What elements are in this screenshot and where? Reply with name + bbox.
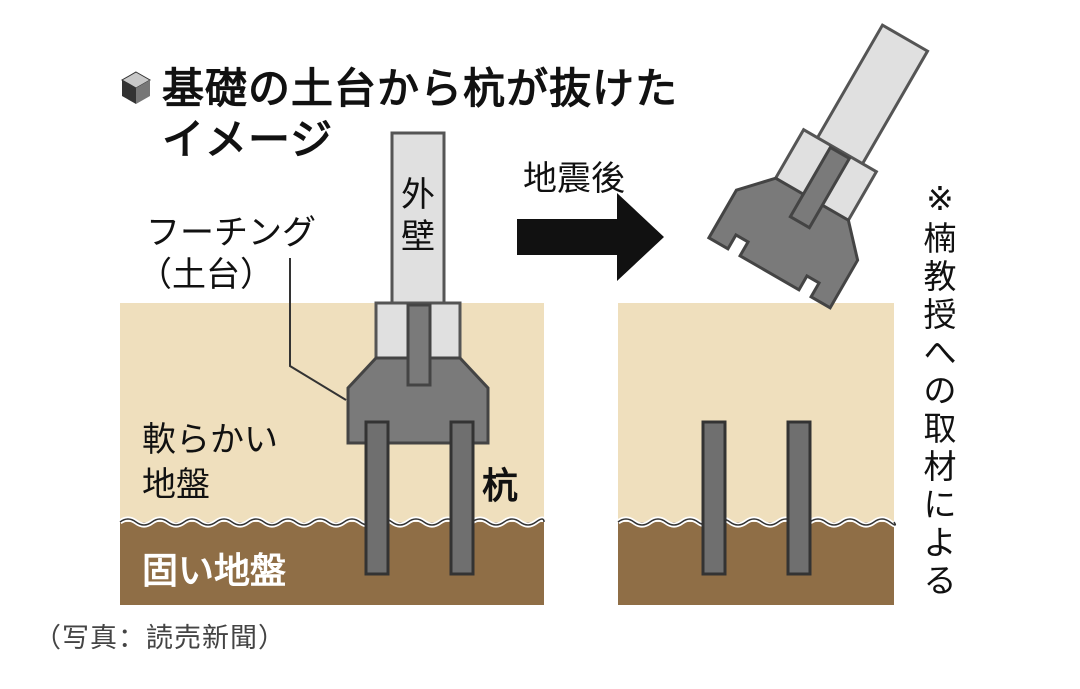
cube-icon	[120, 71, 152, 104]
rebar	[406, 303, 432, 387]
note-char: 教	[924, 257, 957, 296]
after-arrow	[517, 193, 664, 281]
title-line-2: イメージ	[162, 115, 333, 164]
note-char: 授	[924, 295, 957, 334]
hard-ground-label: 固い地盤	[142, 551, 286, 592]
outer-wall-label-1: 外	[401, 175, 435, 215]
pile-right	[786, 420, 812, 576]
note-char: へ	[924, 333, 957, 372]
photo-credit-caption: （写真：読売新聞）	[34, 623, 286, 654]
soft-ground-layer	[618, 303, 894, 528]
footing-leader-line	[289, 258, 347, 401]
note-char: よ	[924, 523, 957, 562]
pile-label: 杭	[482, 465, 518, 507]
soft-ground-label-2: 地盤	[142, 465, 210, 505]
note-char: 取	[924, 409, 957, 448]
outer-wall-label-2: 壁	[401, 217, 435, 257]
note-mark: ※	[926, 179, 954, 218]
footing-sub-label: （土台）	[138, 255, 274, 295]
pile-right	[449, 420, 475, 576]
after-panel	[616, 23, 930, 605]
ground-boundary-wave	[617, 518, 897, 526]
soft-ground-label-1: 軟らかい	[142, 420, 278, 460]
pile-left	[701, 420, 727, 576]
title-line-1: 基礎の土台から杭が抜けた	[162, 64, 678, 113]
rebar	[788, 145, 852, 230]
before-panel	[118, 131, 547, 605]
after-quake-label: 地震後	[523, 159, 625, 199]
footing-label: フーチング	[146, 213, 316, 253]
source-note-vertical: ※ 楠 教 授 へ の 取 材 に よ る	[924, 179, 957, 600]
pile-left	[364, 420, 390, 576]
note-char: の	[924, 371, 957, 410]
note-char: る	[924, 561, 957, 600]
hard-ground-layer	[618, 522, 894, 605]
uplifted-structure	[706, 23, 930, 310]
note-char: に	[924, 485, 957, 524]
note-char: 材	[924, 447, 957, 486]
note-char: 楠	[924, 219, 957, 258]
